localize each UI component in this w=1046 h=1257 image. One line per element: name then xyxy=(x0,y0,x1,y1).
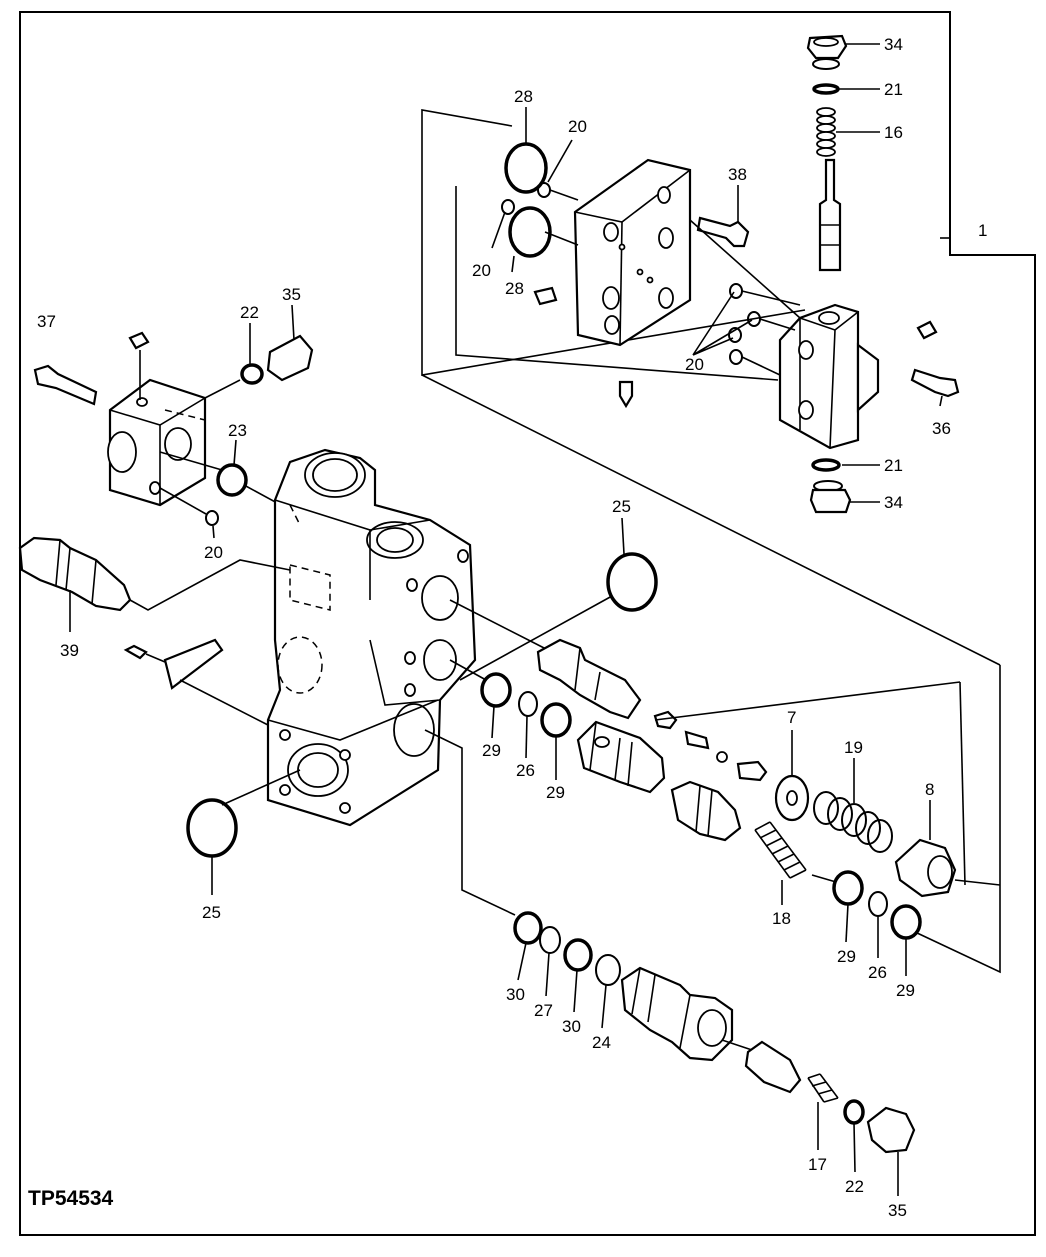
o-ring-20-a xyxy=(537,182,551,198)
o-ring-26-b xyxy=(868,891,888,917)
o-ring-21-top xyxy=(812,83,840,95)
callout-36: 36 xyxy=(932,419,951,438)
plug-35-bottom xyxy=(866,1106,916,1154)
spring-17 xyxy=(807,1073,839,1103)
callout-18: 18 xyxy=(772,909,791,928)
relief-valve-assembly xyxy=(424,729,916,1154)
valve-housing xyxy=(778,303,860,450)
callout-29-b: 29 xyxy=(546,783,565,802)
spring-19 xyxy=(813,791,893,853)
callout-29-d: 29 xyxy=(896,981,915,1000)
callout-35-bottom: 35 xyxy=(888,1201,907,1220)
o-ring-20-b xyxy=(501,199,515,215)
callout-34-top: 34 xyxy=(884,35,903,54)
o-ring-20-left xyxy=(205,510,219,526)
figure-id: TP54534 xyxy=(28,1187,114,1210)
cover-plate xyxy=(573,158,692,347)
o-ring-27 xyxy=(539,926,561,954)
callout-30-b: 30 xyxy=(562,1017,581,1036)
screw-38 xyxy=(696,216,750,248)
plug-34-top xyxy=(806,34,848,70)
callout-29-a: 29 xyxy=(482,741,501,760)
plug-35-top xyxy=(266,334,314,382)
callout-22-bottom: 22 xyxy=(845,1177,864,1196)
callout-37: 37 xyxy=(37,312,56,331)
spring-16 xyxy=(816,107,836,157)
callout-27: 27 xyxy=(534,1001,553,1020)
callout-26-b: 26 xyxy=(868,963,887,982)
frame-border xyxy=(19,11,1036,1236)
left-end-block xyxy=(33,331,314,526)
o-ring-28-bottom xyxy=(508,206,552,258)
small-screw xyxy=(533,286,558,306)
callout-38: 38 xyxy=(728,165,747,184)
spool-assembly xyxy=(449,599,1001,940)
callout-16: 16 xyxy=(884,123,903,142)
callout-20-bottom-left: 20 xyxy=(204,543,223,562)
callout-34-bottom: 34 xyxy=(884,493,903,512)
callout-29-c: 29 xyxy=(837,947,856,966)
valve-stem xyxy=(818,158,842,272)
subassembly-1 xyxy=(421,34,1001,974)
callout-24: 24 xyxy=(592,1033,611,1052)
o-ring-22-top xyxy=(240,363,264,385)
o-ring-24 xyxy=(595,954,621,986)
poppet xyxy=(670,780,742,842)
callout-20-right: 20 xyxy=(685,355,704,374)
o-ring-25-left xyxy=(186,798,238,858)
o-ring-21-bottom xyxy=(811,458,841,472)
leader-lines xyxy=(69,43,943,1196)
callout-28-top: 28 xyxy=(514,87,533,106)
callout-23: 23 xyxy=(228,421,247,440)
main-valve-body xyxy=(266,448,477,827)
callout-39: 39 xyxy=(60,641,79,660)
callout-35-top: 35 xyxy=(282,285,301,304)
callout-19: 19 xyxy=(844,738,863,757)
o-ring-23 xyxy=(216,463,248,497)
o-ring-30-b xyxy=(563,938,593,972)
o-ring-26-a xyxy=(518,691,538,717)
o-ring-22-bottom xyxy=(843,1099,865,1125)
plug-34-bottom xyxy=(809,480,852,514)
callout-25-left: 25 xyxy=(202,903,221,922)
callout-17: 17 xyxy=(808,1155,827,1174)
o-ring-29-d xyxy=(890,904,922,940)
callout-21-top: 21 xyxy=(884,80,903,99)
callout-1: 1 xyxy=(978,221,987,240)
callout-26-a: 26 xyxy=(516,761,535,780)
o-ring-30-a xyxy=(513,911,543,945)
screw-36 xyxy=(910,368,960,398)
poppet-lower xyxy=(744,1040,802,1094)
spring-small xyxy=(684,730,710,750)
callout-7: 7 xyxy=(787,708,796,727)
screw-37 xyxy=(33,364,98,406)
o-ring-29-b xyxy=(540,702,572,738)
spring-18 xyxy=(754,821,807,879)
plug-39 xyxy=(18,536,291,612)
o-ring-29-a xyxy=(480,672,512,708)
o-ring-25-right xyxy=(606,552,658,612)
callout-8: 8 xyxy=(925,780,934,799)
callout-20-top: 20 xyxy=(568,117,587,136)
name-plate xyxy=(123,638,269,726)
callout-20-left: 20 xyxy=(472,261,491,280)
callout-21-bottom: 21 xyxy=(884,456,903,475)
callout-30-a: 30 xyxy=(506,985,525,1004)
o-ring-29-c xyxy=(832,870,864,906)
callout-25-right: 25 xyxy=(612,497,631,516)
callout-22-top: 22 xyxy=(240,303,259,322)
callout-28-bottom: 28 xyxy=(505,279,524,298)
callout-labels: 34 21 16 1 28 20 38 20 28 20 36 21 34 37… xyxy=(37,35,987,1220)
